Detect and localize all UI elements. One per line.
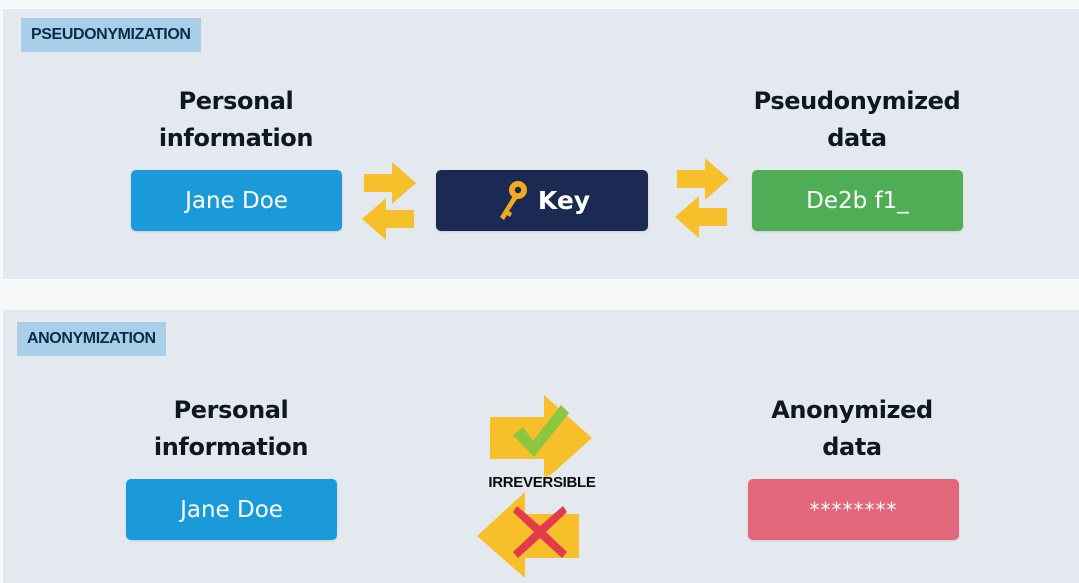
key-label: Key (537, 186, 591, 215)
pseudonymized-data-box: De2b f1_ (752, 170, 963, 231)
backward-arrow-icon (477, 492, 579, 578)
swap-arrows-icon (362, 162, 416, 240)
anonymized-data-box: ******** (748, 479, 959, 540)
pseudo-personal-info-box: Jane Doe (131, 170, 342, 231)
key-icon (499, 180, 527, 220)
pseudonymization-tag: PSEUDONYMIZATION (21, 18, 201, 52)
irreversible-label: IRREVERSIBLE (488, 474, 596, 491)
cross-icon (513, 506, 567, 558)
swap-arrows-icon (675, 158, 729, 238)
anon-personal-info-box: Jane Doe (126, 479, 337, 540)
check-icon (513, 405, 569, 457)
pseudonymization-panel (3, 9, 1079, 279)
pseudonymized-data-heading: Pseudonymized data (753, 87, 961, 152)
anonymization-tag: ANONYMIZATION (17, 322, 166, 356)
key-box: Key (436, 170, 648, 231)
anonymized-data-heading: Anonymized data (771, 396, 933, 461)
pseudo-personal-info-heading: Personal information (158, 87, 314, 152)
anon-personal-info-heading: Personal information (153, 396, 309, 461)
